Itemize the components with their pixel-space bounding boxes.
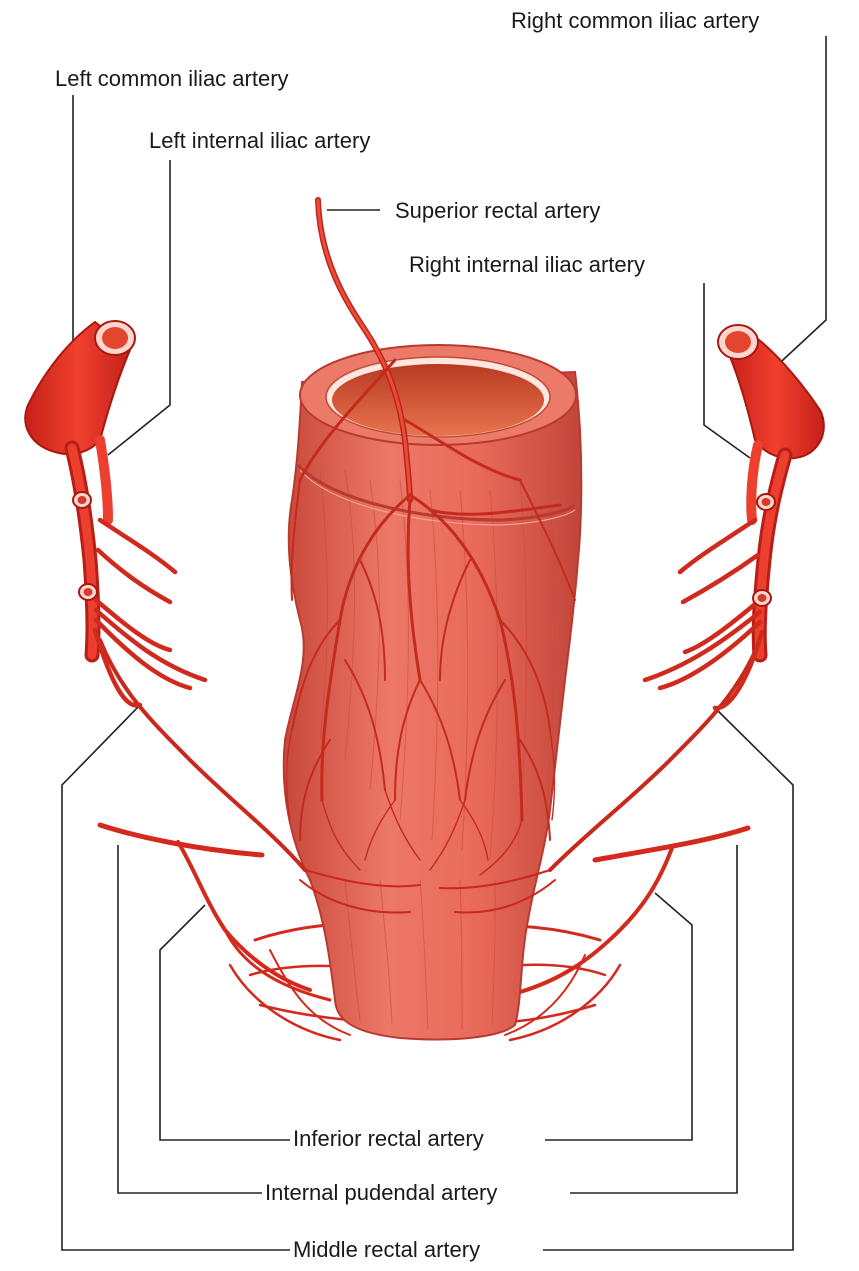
- leader-right-common-iliac: [770, 36, 826, 372]
- label-right-internal-iliac-artery: Right internal iliac artery: [406, 252, 648, 278]
- left-iliac-vessels: [25, 321, 205, 706]
- leader-middle-rectal: [62, 705, 290, 1250]
- label-middle-rectal-artery: Middle rectal artery: [290, 1237, 483, 1263]
- leader-middle-rectal-r: [543, 708, 793, 1250]
- label-superior-rectal-artery: Superior rectal artery: [392, 198, 603, 224]
- label-right-common-iliac-artery: Right common iliac artery: [508, 8, 762, 34]
- label-left-internal-iliac-artery: Left internal iliac artery: [146, 128, 373, 154]
- label-internal-pudendal-artery: Internal pudendal artery: [262, 1180, 500, 1206]
- rectum-lumen: [332, 364, 544, 436]
- label-left-common-iliac-artery: Left common iliac artery: [52, 66, 292, 92]
- leader-left-internal-iliac: [108, 160, 170, 455]
- label-inferior-rectal-artery: Inferior rectal artery: [290, 1126, 487, 1152]
- leader-inferior-rectal: [160, 905, 290, 1140]
- right-iliac-vessels: [645, 325, 824, 708]
